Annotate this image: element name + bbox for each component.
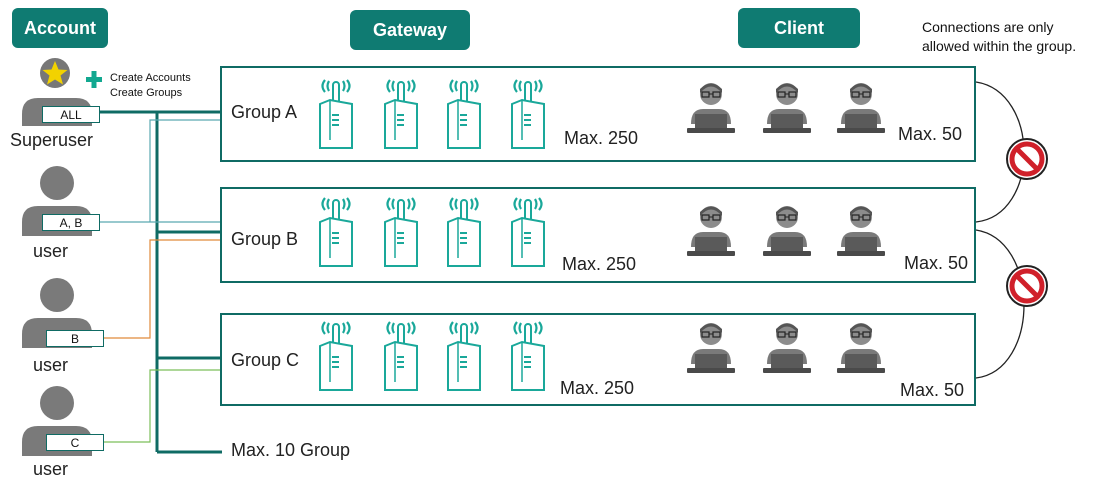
wireless-gateway-icon — [319, 321, 353, 391]
client-header: Client — [738, 8, 860, 48]
group-c-client-max: Max. 50 — [900, 380, 965, 400]
wireless-gateway-icon — [384, 321, 418, 391]
wireless-gateway-icon — [384, 79, 418, 149]
create-accounts-label: Create Accounts — [110, 72, 191, 84]
user-tag-c: C — [46, 434, 104, 451]
user-tag-ab: A, B — [42, 214, 100, 231]
create-groups-label: Create Groups — [110, 87, 183, 99]
gateway-header: Gateway — [350, 10, 470, 50]
group-b-gateway-max: Max. 250 — [562, 254, 637, 274]
person-at-laptop-icon — [763, 323, 811, 373]
person-at-laptop-icon — [763, 83, 811, 133]
person-at-laptop-icon — [837, 206, 885, 256]
wireless-gateway-icon — [319, 79, 353, 149]
group-b-label: Group B — [231, 229, 299, 249]
person-at-laptop-icon — [687, 323, 735, 373]
group-a-gateway-max: Max. 250 — [564, 128, 639, 148]
group-note: Connections are only allowed within the … — [922, 19, 1077, 54]
person-at-laptop-icon — [837, 323, 885, 373]
no-entry-icon — [1006, 138, 1048, 180]
account-header: Account — [12, 8, 108, 48]
user-label: user — [33, 355, 69, 375]
user-label: user — [33, 241, 69, 261]
group-b-client-max: Max. 50 — [904, 253, 969, 273]
group-a-client-max: Max. 50 — [898, 124, 963, 144]
group-a-label: Group A — [231, 102, 298, 122]
person-at-laptop-icon — [687, 83, 735, 133]
wireless-gateway-icon — [384, 197, 418, 267]
wireless-gateway-icon — [511, 79, 545, 149]
group-c-label: Group C — [231, 350, 300, 370]
user-label-superuser: Superuser — [10, 130, 94, 150]
person-at-laptop-icon — [687, 206, 735, 256]
star-badge-icon — [40, 58, 102, 88]
wireless-gateway-icon — [511, 321, 545, 391]
user-tag-all: ALL — [42, 106, 100, 123]
wireless-gateway-icon — [319, 197, 353, 267]
wireless-gateway-icon — [511, 197, 545, 267]
wireless-gateway-icon — [447, 197, 481, 267]
user-tag-b: B — [46, 330, 104, 347]
max-groups-label: Max. 10 Group — [231, 440, 351, 460]
user-label: user — [33, 459, 69, 479]
no-entry-icon — [1006, 265, 1048, 307]
wireless-gateway-icon — [447, 321, 481, 391]
wireless-gateway-icon — [447, 79, 481, 149]
person-at-laptop-icon — [763, 206, 811, 256]
person-at-laptop-icon — [837, 83, 885, 133]
group-c-gateway-max: Max. 250 — [560, 378, 635, 398]
